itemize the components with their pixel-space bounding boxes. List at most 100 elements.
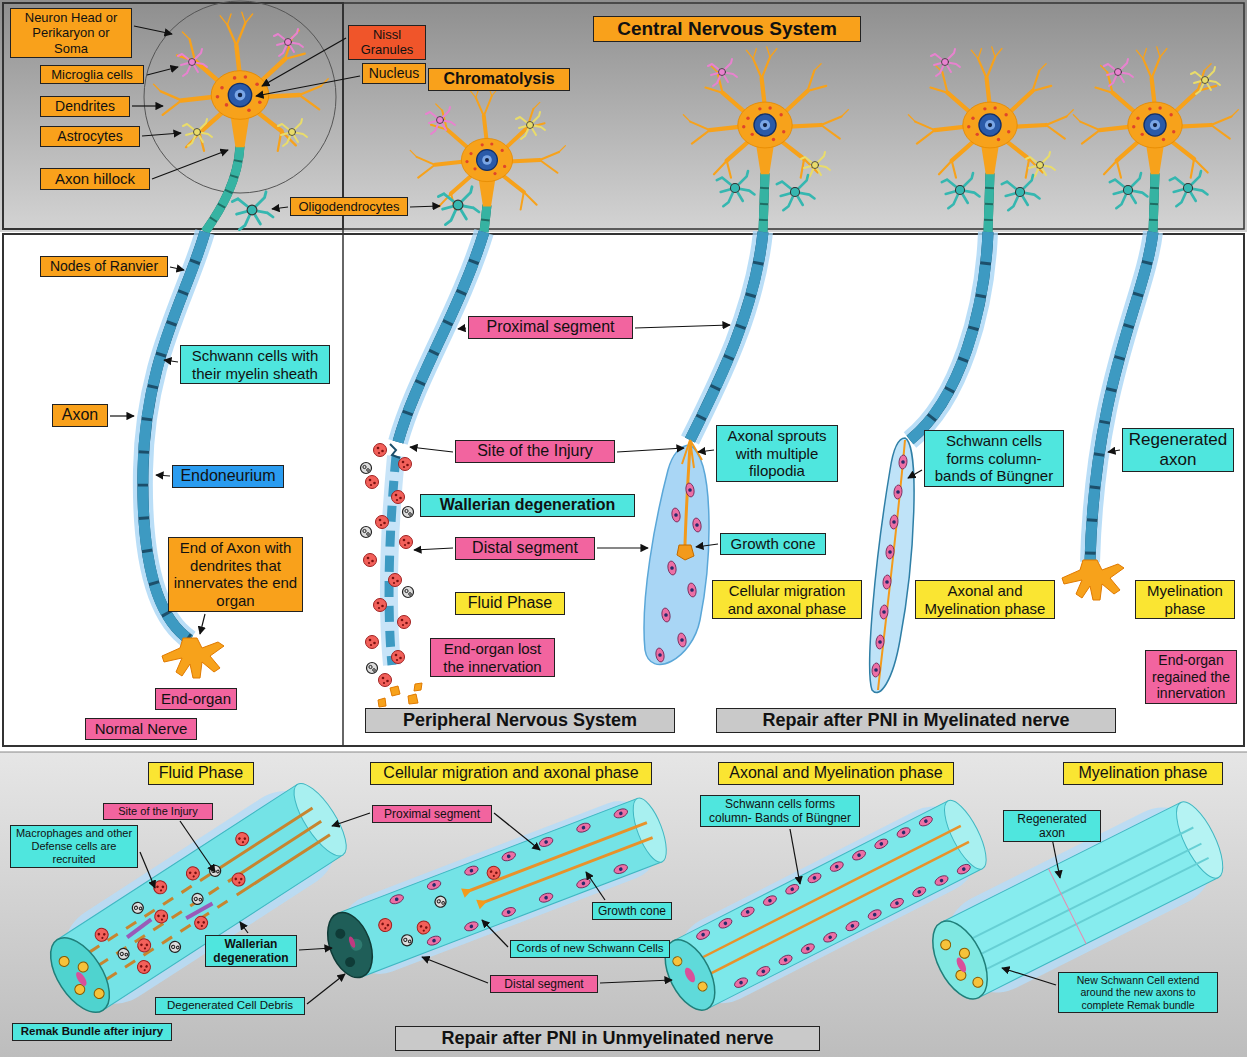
box-text: End of Axon with dendrites that innervat… [173, 539, 298, 610]
macrophage [400, 536, 413, 549]
nerve-cylinder [613, 807, 629, 819]
macrophage [374, 599, 387, 612]
nerve-cylinder [806, 871, 822, 884]
leader-line [134, 26, 172, 34]
nerve-cylinder [433, 895, 447, 909]
cyan-label-box: Cords of new Schwann Cells [510, 940, 670, 958]
myelinated-axon [690, 232, 763, 440]
leader-line [600, 980, 672, 983]
leader-line [180, 821, 215, 872]
leader-line [586, 872, 605, 900]
oligodendrocyte-cell [232, 171, 1207, 230]
nerve-cylinder [426, 879, 442, 891]
leader-line [170, 267, 184, 270]
box-text: Axon [57, 406, 103, 425]
box-text: Axonal sprouts with multiple filopodia [721, 427, 833, 480]
nerve-cylinder [485, 864, 502, 881]
pink-label-box: Proximal segment [372, 805, 492, 823]
nerve-cylinder [34, 770, 360, 1029]
nerve-cylinder [208, 863, 223, 878]
schwann-cell [655, 647, 665, 662]
macrophage [379, 674, 392, 687]
degenerating-segment [389, 444, 400, 665]
schwann-cell [889, 515, 898, 530]
phase-label-box: Myelination phase [1135, 580, 1235, 619]
microglia-cell [708, 59, 737, 86]
leader-line [908, 470, 922, 478]
nerve-cylinder [463, 864, 479, 876]
cyan-label-box: New Schwann Cell extend around the new a… [1058, 972, 1218, 1013]
box-text: Repair after PNI in Myelinated nerve [721, 710, 1111, 731]
cyan-label-box: Regenerated axon [1122, 428, 1234, 472]
pink-label-box: End-organ regained the innervation [1145, 650, 1237, 704]
oligodendrocyte-cell [1002, 175, 1040, 210]
leader-line [410, 447, 453, 452]
leader-line [262, 38, 346, 86]
nerve-cylinder [829, 860, 845, 873]
box-text: Proximal segment [473, 318, 628, 337]
nerve-cylinder [956, 862, 972, 875]
leader-line [142, 133, 181, 136]
nerve-cylinder [1048, 869, 1086, 944]
cns-band [0, 0, 1247, 232]
distal-segment-shape [644, 445, 709, 664]
nerve-cylinder [377, 917, 394, 934]
leader-line [132, 105, 163, 106]
nerve-cylinder [613, 863, 629, 875]
cns-myelin [205, 146, 1155, 232]
box-text: Schwann cells forms column- bands of Bün… [929, 432, 1059, 485]
box-text: Axon hillock [45, 170, 145, 188]
box-text: End-organ regained the innervation [1150, 652, 1232, 702]
nerve-cylinder [538, 836, 554, 848]
neuron [908, 47, 1073, 178]
nerve-cylinder [733, 976, 749, 989]
pink-label-box: End-organ lost the innervation [430, 638, 555, 677]
cyan-label-box: Growth cone [720, 533, 826, 555]
nerve-cylinder [190, 891, 205, 906]
nerve-cylinder [463, 920, 479, 932]
leader-line [256, 76, 360, 96]
degenerating-segment [389, 456, 396, 665]
oligodendrocyte-cell [777, 175, 815, 210]
nerve-cylinder [39, 928, 122, 1022]
cyan-label-box: Axonal sprouts with multiple filopodia [716, 425, 838, 482]
orange-label-box: Microglia cells [40, 65, 144, 84]
nerve-cylinder [683, 966, 697, 984]
leader-line [494, 813, 540, 850]
phase-label-box: Axonal and Myelination phase [915, 580, 1055, 619]
band-column [870, 438, 914, 693]
phase-label-box: Fluid Phase [455, 592, 565, 615]
nerve-cylinder [971, 976, 984, 989]
cyan-label-box: Wallerian degeneration [420, 494, 635, 517]
oligodendrocyte-cell [1110, 173, 1148, 208]
nerve-cylinder [844, 919, 860, 932]
nerve-cylinder [92, 987, 106, 1001]
nerve-cylinder [922, 913, 999, 1008]
nerve-cylinder [233, 830, 251, 848]
nerve-cylinder [896, 826, 912, 839]
cyan-label-box: Schwann cells forms column- bands of Bün… [924, 430, 1064, 487]
schwann-cell [879, 605, 888, 620]
nerve-cylinder [703, 826, 969, 973]
schwann-cell [898, 455, 907, 470]
cns-myelin [205, 146, 240, 232]
macrophage [374, 444, 387, 457]
myelinated-axon [690, 232, 763, 440]
box-text: Peripheral Nervous System [370, 710, 670, 731]
end-organ-fragment [414, 683, 422, 691]
myelinated-axon [910, 232, 988, 440]
nerve-cylinder [697, 980, 709, 992]
nerve-cylinder [184, 864, 202, 882]
nerve-cylinder [135, 958, 153, 976]
box-text: Normal Nerve [90, 720, 192, 738]
leader-line [200, 614, 205, 634]
leader-line [790, 829, 800, 884]
box-text: Wallerian degeneration [210, 937, 292, 965]
pink-label-box: Site of the Injury [455, 440, 615, 463]
cyan-label-box: Wallerian degeneration [205, 935, 297, 967]
cyan-label-box: Schwann cells forms column- Bands of Bün… [700, 795, 860, 827]
nerve-cylinder [230, 871, 248, 889]
leader-line [458, 328, 466, 329]
leader-line [140, 852, 155, 888]
schwann-cell [671, 507, 681, 522]
